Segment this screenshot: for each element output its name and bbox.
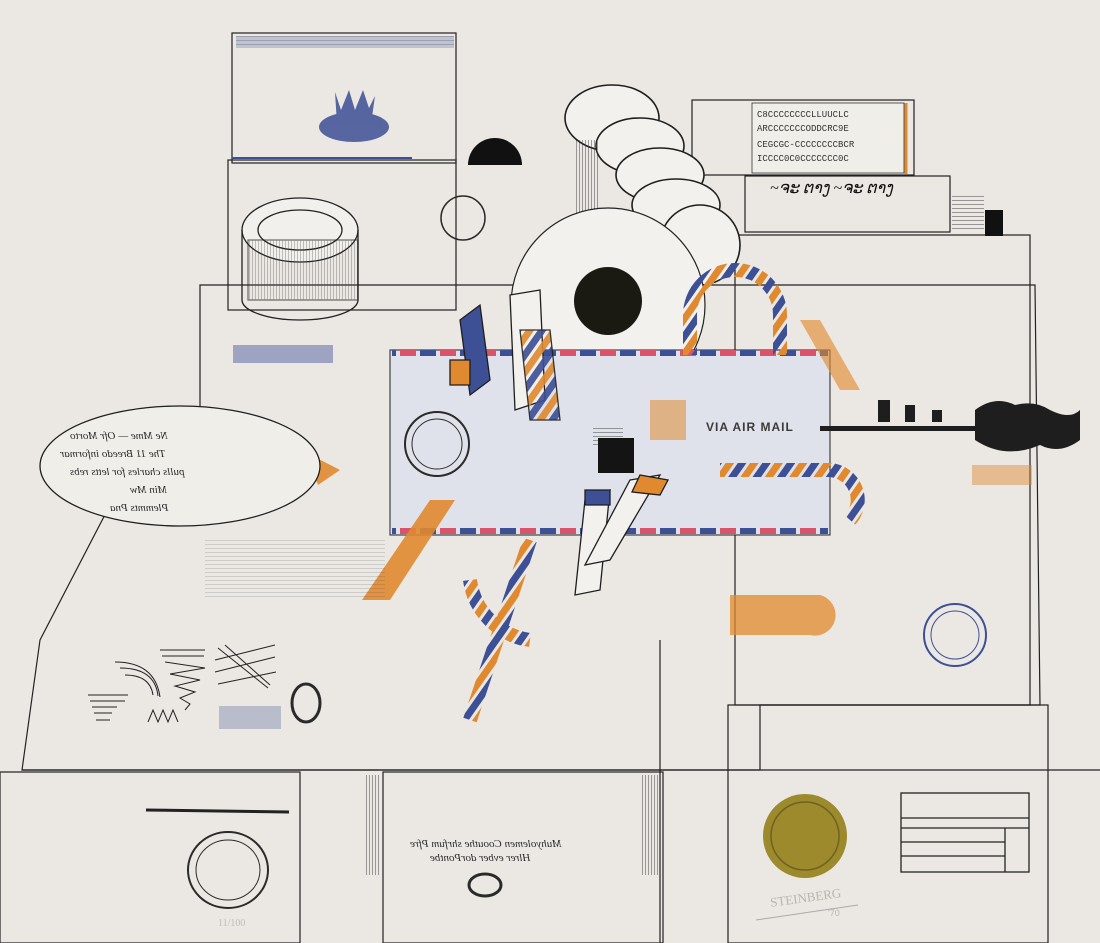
drum — [241, 197, 359, 321]
grey-swatch — [219, 706, 281, 729]
gold-seal — [763, 794, 847, 878]
seals — [187, 195, 987, 909]
crest-emblem — [319, 90, 389, 142]
script-line: Ne Mme — Ofr Morto — [70, 430, 168, 442]
edition-number: 11/100 — [218, 918, 246, 929]
orange-accents — [305, 320, 1032, 636]
svg-text:CEGCGC-CCCCCCCCBCR: CEGCGC-CCCCCCCCBCR — [757, 140, 855, 150]
candy-arches — [463, 263, 865, 723]
script-flourish: ~ຈະ ຕາງ ~ຈະ ຕາງ — [770, 180, 894, 197]
typewriter-chart: C8CCCCCCCCLLUUCLC ARCCCCCCCODDCRC9E CEGC… — [751, 102, 908, 174]
script-line: Plemmts Pna — [110, 502, 169, 514]
script-balloon — [39, 405, 321, 527]
svg-text:ARCCCCCCCODDCRC9E: ARCCCCCCCODDCRC9E — [757, 124, 849, 134]
key — [820, 400, 1080, 452]
mark-samples — [88, 644, 277, 724]
script-line: The 11 Breedo informar — [60, 448, 166, 460]
stacked-ovals — [564, 84, 741, 286]
script-line-lower: Muhyolemen Coouthe shrfum Pfre — [410, 838, 562, 850]
form-card — [900, 792, 1030, 873]
script-line-lower: Hlrer evber dorPontbe — [430, 852, 531, 864]
svg-text:ICCCC0C0CCCCCCC0C: ICCCC0C0CCCCCCC0C — [757, 154, 849, 164]
block-letters — [449, 289, 669, 596]
script-line: Min Mw — [130, 484, 167, 496]
via-air-mail-label: VIA AIR MAIL — [706, 420, 794, 434]
artwork-year: '70 — [828, 908, 840, 918]
svg-text:C8CCCCCCCCLLUUCLC: C8CCCCCCCCLLUUCLC — [757, 110, 849, 120]
script-line: pulls charles for letts rebs — [70, 466, 185, 478]
